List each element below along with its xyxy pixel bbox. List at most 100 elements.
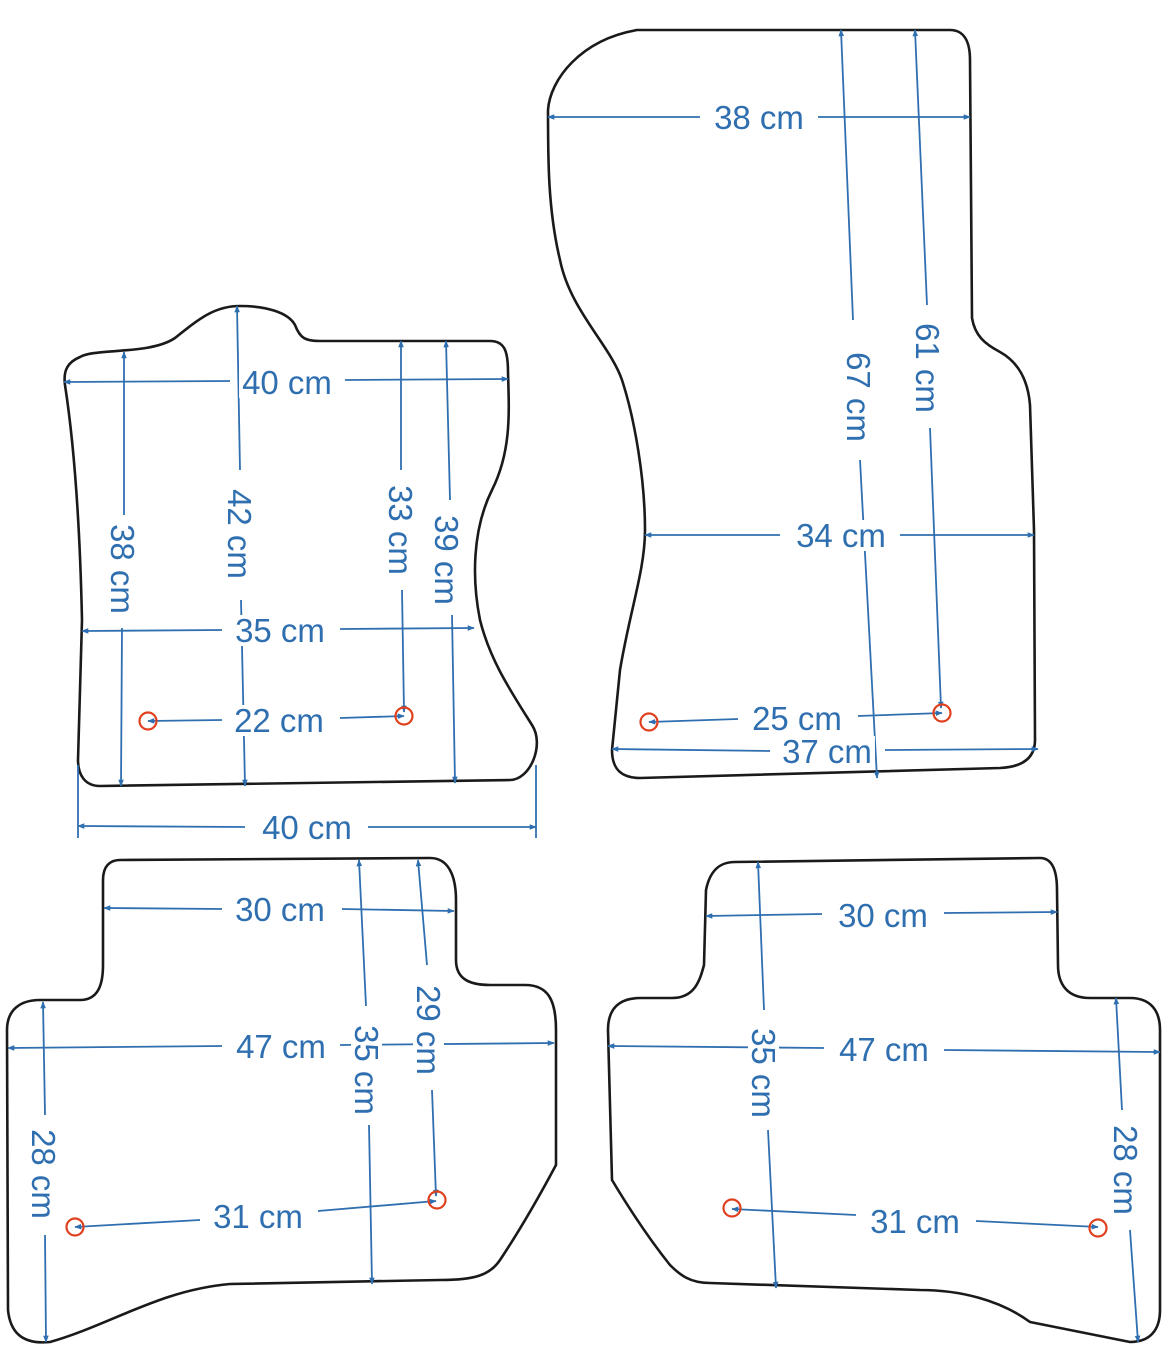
rear-left-fixing-point-1: [65, 1217, 85, 1237]
label-backing: [210, 1201, 306, 1232]
label-backing: [231, 705, 327, 736]
label-backing: [28, 1126, 59, 1222]
rear-right-dim-label: 47 cm: [839, 1031, 929, 1068]
front-right-fixing-point-2: [932, 703, 952, 723]
rear-left-dim-label: 28 cm: [25, 1129, 62, 1219]
front-right-dim-61-line-top: [912, 29, 928, 306]
front-right-dim-61-line-bottom: [929, 427, 944, 709]
rear-left-mat-outline: [5, 856, 558, 1344]
front-right-dim-67-line-bottom: [859, 459, 880, 779]
front-left-dim-33-line-bottom: [401, 589, 407, 713]
label-backing: [413, 982, 444, 1078]
front-left-dim-38-line-bottom: [118, 627, 124, 787]
label-backing: [233, 1031, 329, 1062]
front-left-dim-label: 40 cm: [242, 364, 332, 401]
rear-right-dim-35-line-top: [755, 861, 765, 1011]
front-left-dim-label: 39 cm: [428, 515, 465, 605]
rear-left-dim-28-line-bottom: [43, 1234, 49, 1343]
rear-right-dim-35-line-bottom: [767, 1129, 779, 1289]
rear-right-dim-label: 28 cm: [1107, 1125, 1144, 1215]
front-left-dim-label: 42 cm: [221, 489, 258, 579]
label-backing: [224, 486, 255, 582]
label-backing: [843, 349, 874, 445]
rear-left-dim-29-line-top: [415, 859, 428, 966]
rear-right-dim-label: 31 cm: [870, 1203, 960, 1240]
rear-left-dim-30-line-left: [103, 905, 223, 911]
front-left-dim-label: 40 cm: [262, 809, 352, 846]
front-left-dim-label: 22 cm: [234, 702, 324, 739]
rear-left-dim-label: 29 cm: [410, 985, 447, 1075]
front-left-dim-35-line-left: [81, 628, 223, 634]
front-right-mat-outline: [546, 28, 1037, 780]
front-left-dim-39-line-top: [443, 340, 451, 501]
rear-left-dim-31-line-right: [317, 1198, 437, 1212]
label-backing: [1110, 1122, 1141, 1218]
label-backing: [779, 736, 875, 767]
front-left-fixing-point-2: [394, 706, 414, 726]
front-left-dim-40-top-line-left: [63, 379, 231, 385]
label-backing: [793, 520, 889, 551]
rear-right-dim-47-line-left: [607, 1043, 825, 1049]
front-left-mat-outline: [63, 304, 539, 788]
front-right-dim-label: 67 cm: [840, 352, 877, 442]
label-backing: [239, 367, 335, 398]
rear-left-dim-label: 47 cm: [236, 1028, 326, 1065]
label-backing: [351, 1022, 382, 1118]
rear-left-dim-28-line-top: [40, 1001, 46, 1116]
label-backing: [835, 900, 931, 931]
rear-left-dim-label: 30 cm: [235, 891, 325, 928]
rear-left-dim-label: 35 cm: [348, 1025, 385, 1115]
label-backing: [749, 703, 845, 734]
rear-left-fixing-point-2: [427, 1190, 447, 1210]
rear-right-dim-label: 30 cm: [838, 897, 928, 934]
rear-right-fixing-point-1: [722, 1198, 742, 1218]
rear-left-dim-47-line-left: [7, 1045, 223, 1051]
front-left-dim-22-line-right: [339, 713, 405, 719]
rear-left-dim-30-line-right: [341, 908, 455, 914]
rear-right-mat: 30 cm 47 cm 35 cm 28 cm 31 cm: [606, 856, 1162, 1344]
front-right-dim-37-line-right: [884, 746, 1039, 752]
label-backing: [836, 1034, 932, 1065]
rear-right-dim-30-line-right: [943, 909, 1058, 915]
rear-left-dim-29-line-bottom: [431, 1089, 439, 1197]
front-left-dim-label: 38 cm: [104, 524, 141, 614]
front-left-dim-label: 33 cm: [382, 485, 419, 575]
rear-right-mat-outline: [606, 856, 1162, 1344]
front-left-dim-40-top-line-right: [344, 376, 509, 382]
front-left-mat: 40 cm 38 cm 42 cm 33 cm 39 cm 35 cm 22 c…: [63, 304, 539, 846]
front-right-fixing-point-1: [639, 712, 659, 732]
rear-right-dim-label: 35 cm: [745, 1028, 782, 1118]
front-right-dim-25-line-right: [857, 710, 943, 717]
front-right-dim-label: 37 cm: [782, 733, 872, 770]
label-backing: [259, 812, 355, 843]
rear-right-dim-28-line-top: [1113, 997, 1123, 1111]
rear-left-dim-35-line-top: [356, 859, 367, 1007]
label-backing: [232, 894, 328, 925]
front-right-dim-67-line-top: [838, 29, 854, 321]
front-left-dim-35-line-right: [339, 625, 475, 631]
rear-right-dim-31-line-left: [731, 1206, 857, 1216]
front-right-dim-25-line-left: [648, 718, 739, 725]
front-left-dim-label: 35 cm: [235, 612, 325, 649]
front-left-dim-39-line-bottom: [451, 614, 458, 784]
label-backing: [867, 1206, 963, 1237]
rear-right-dim-28-line-bottom: [1129, 1229, 1141, 1343]
front-left-fixing-point-1: [138, 711, 158, 731]
front-right-dim-label: 34 cm: [796, 517, 886, 554]
rear-left-dim-35-line-bottom: [368, 1124, 375, 1285]
label-backing: [912, 320, 943, 416]
label-backing: [232, 615, 328, 646]
rear-left-dim-31-line-left: [74, 1219, 201, 1230]
label-backing: [107, 521, 138, 617]
front-right-dim-37-line-left: [611, 746, 771, 752]
rear-left-dim-label: 31 cm: [213, 1198, 303, 1235]
front-right-dim-label: 61 cm: [909, 323, 946, 413]
front-left-dim-42-line-top: [234, 305, 241, 471]
label-backing: [711, 102, 807, 133]
front-left-dim-22-line-left: [147, 718, 223, 724]
rear-right-dim-31-line-right: [975, 1220, 1099, 1230]
rear-right-dim-30-line-left: [705, 913, 823, 919]
front-right-dim-label: 25 cm: [752, 700, 842, 737]
